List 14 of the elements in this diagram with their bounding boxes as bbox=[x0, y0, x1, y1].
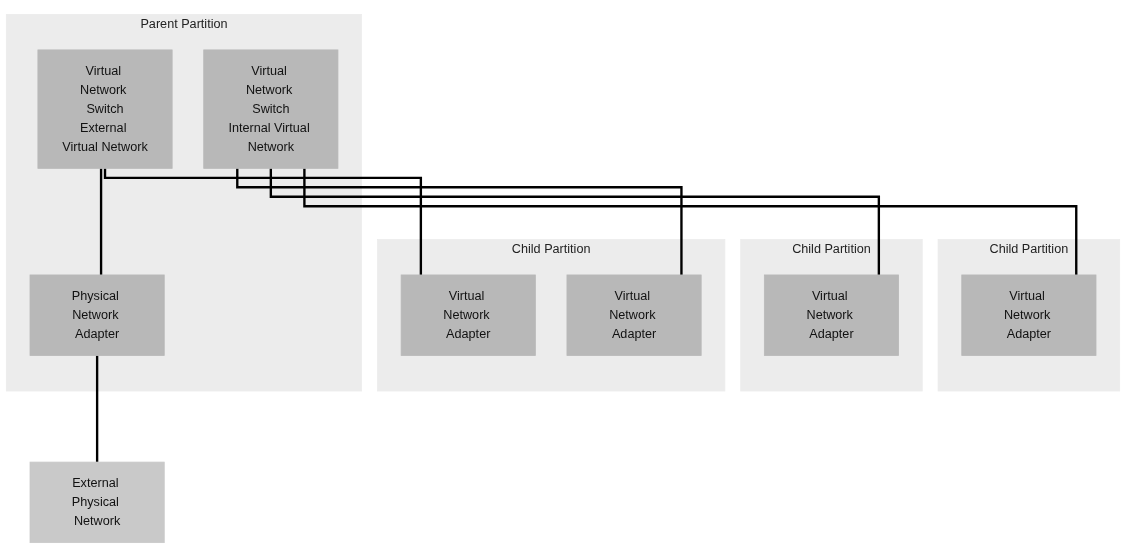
node-box: External Physical Network bbox=[29, 461, 165, 544]
connector bbox=[303, 168, 1078, 275]
node-box: Physical Network Adapter bbox=[29, 274, 165, 356]
node-box: Virtual Network Adapter bbox=[961, 274, 1097, 356]
node-box: Virtual Network Adapter bbox=[763, 274, 899, 356]
connector bbox=[99, 168, 103, 275]
node-box: Virtual Network Switch External Virtual Network bbox=[37, 49, 173, 169]
connector bbox=[95, 355, 99, 463]
node-box: Virtual Network Adapter bbox=[566, 274, 702, 356]
connector bbox=[269, 168, 881, 275]
connector bbox=[236, 168, 683, 275]
node-box: Virtual Network Switch Internal Virtual Network bbox=[203, 49, 339, 169]
connector bbox=[103, 168, 423, 275]
node-box: Virtual Network Adapter bbox=[400, 274, 536, 356]
